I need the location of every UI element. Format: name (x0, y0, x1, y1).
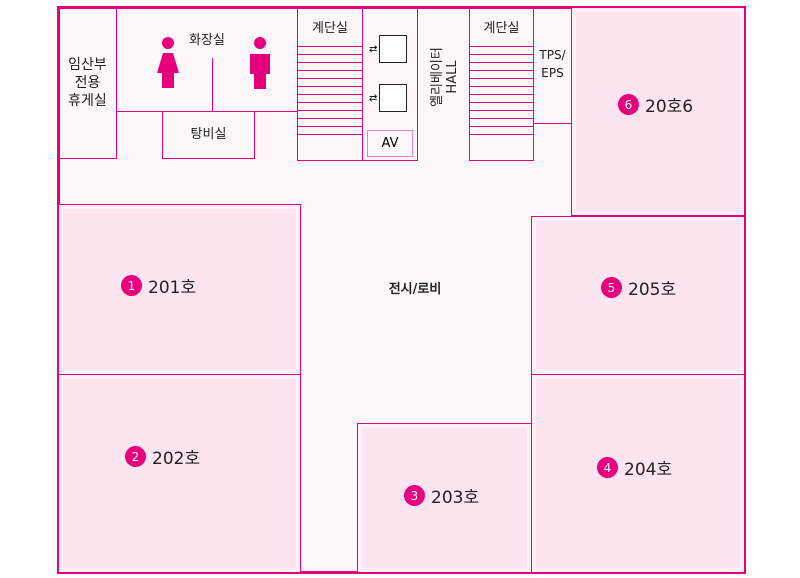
tps-eps-room[interactable]: TPS/ EPS (533, 7, 572, 124)
elevator-hall-label: 엘리베이터 HALL (430, 47, 460, 107)
room-202[interactable]: 2 202호 (58, 374, 301, 573)
room-label: 202호 (152, 449, 201, 469)
restroom-divider (212, 58, 213, 112)
room-number-badge: 3 (404, 485, 425, 506)
elevator-2[interactable]: ⇄ (369, 84, 408, 112)
stairs-1[interactable]: 계단실 (297, 7, 363, 161)
room-label: 20호6 (645, 97, 694, 117)
stairs-1-steps (298, 46, 362, 136)
stairs-2-steps (470, 46, 533, 136)
restroom-label: 화장실 (189, 33, 225, 48)
nursing-room-label: 임산부 전용 휴게실 (68, 57, 107, 109)
elevator-1[interactable]: ⇄ (369, 35, 408, 63)
female-restroom-icon (157, 37, 179, 88)
pantry-label: 탕비실 (190, 127, 227, 142)
room-201[interactable]: 1 201호 (58, 204, 301, 375)
lobby-label: 전시/로비 (388, 282, 442, 297)
elevator-arrows-icon: ⇄ (369, 43, 378, 55)
room-204[interactable]: 4 204호 (531, 374, 745, 573)
room-number-badge: 5 (601, 277, 622, 298)
tps-eps-label: TPS/ EPS (539, 48, 566, 80)
stairs-1-label: 계단실 (312, 21, 348, 36)
av-room[interactable]: AV (367, 130, 413, 157)
elevator-icon (379, 35, 408, 63)
room-label: 201호 (148, 278, 197, 298)
pantry[interactable]: 탕비실 (162, 111, 255, 159)
restroom[interactable]: 화장실 (116, 7, 298, 112)
room-203[interactable]: 3 203호 (357, 423, 532, 573)
male-restroom-icon (250, 37, 270, 89)
elevator-block: ⇄ ⇄ AV (362, 7, 418, 161)
room-205[interactable]: 5 205호 (531, 216, 745, 375)
elevator-arrows-icon: ⇄ (369, 92, 378, 104)
elevator-icon (379, 84, 408, 112)
room-number-badge: 4 (597, 457, 618, 478)
nursing-room[interactable]: 임산부 전용 휴게실 (58, 7, 117, 159)
room-206[interactable]: 6 20호6 (571, 7, 745, 216)
room-label: 204호 (624, 460, 673, 480)
room-number-badge: 1 (121, 275, 142, 296)
room-label: 205호 (628, 280, 677, 300)
stairs-2-label: 계단실 (483, 21, 520, 36)
room-number-badge: 2 (125, 446, 146, 467)
stairs-2[interactable]: 계단실 (469, 7, 534, 161)
room-label: 203호 (431, 488, 480, 508)
room-number-badge: 6 (618, 94, 639, 115)
av-label: AV (381, 136, 399, 151)
